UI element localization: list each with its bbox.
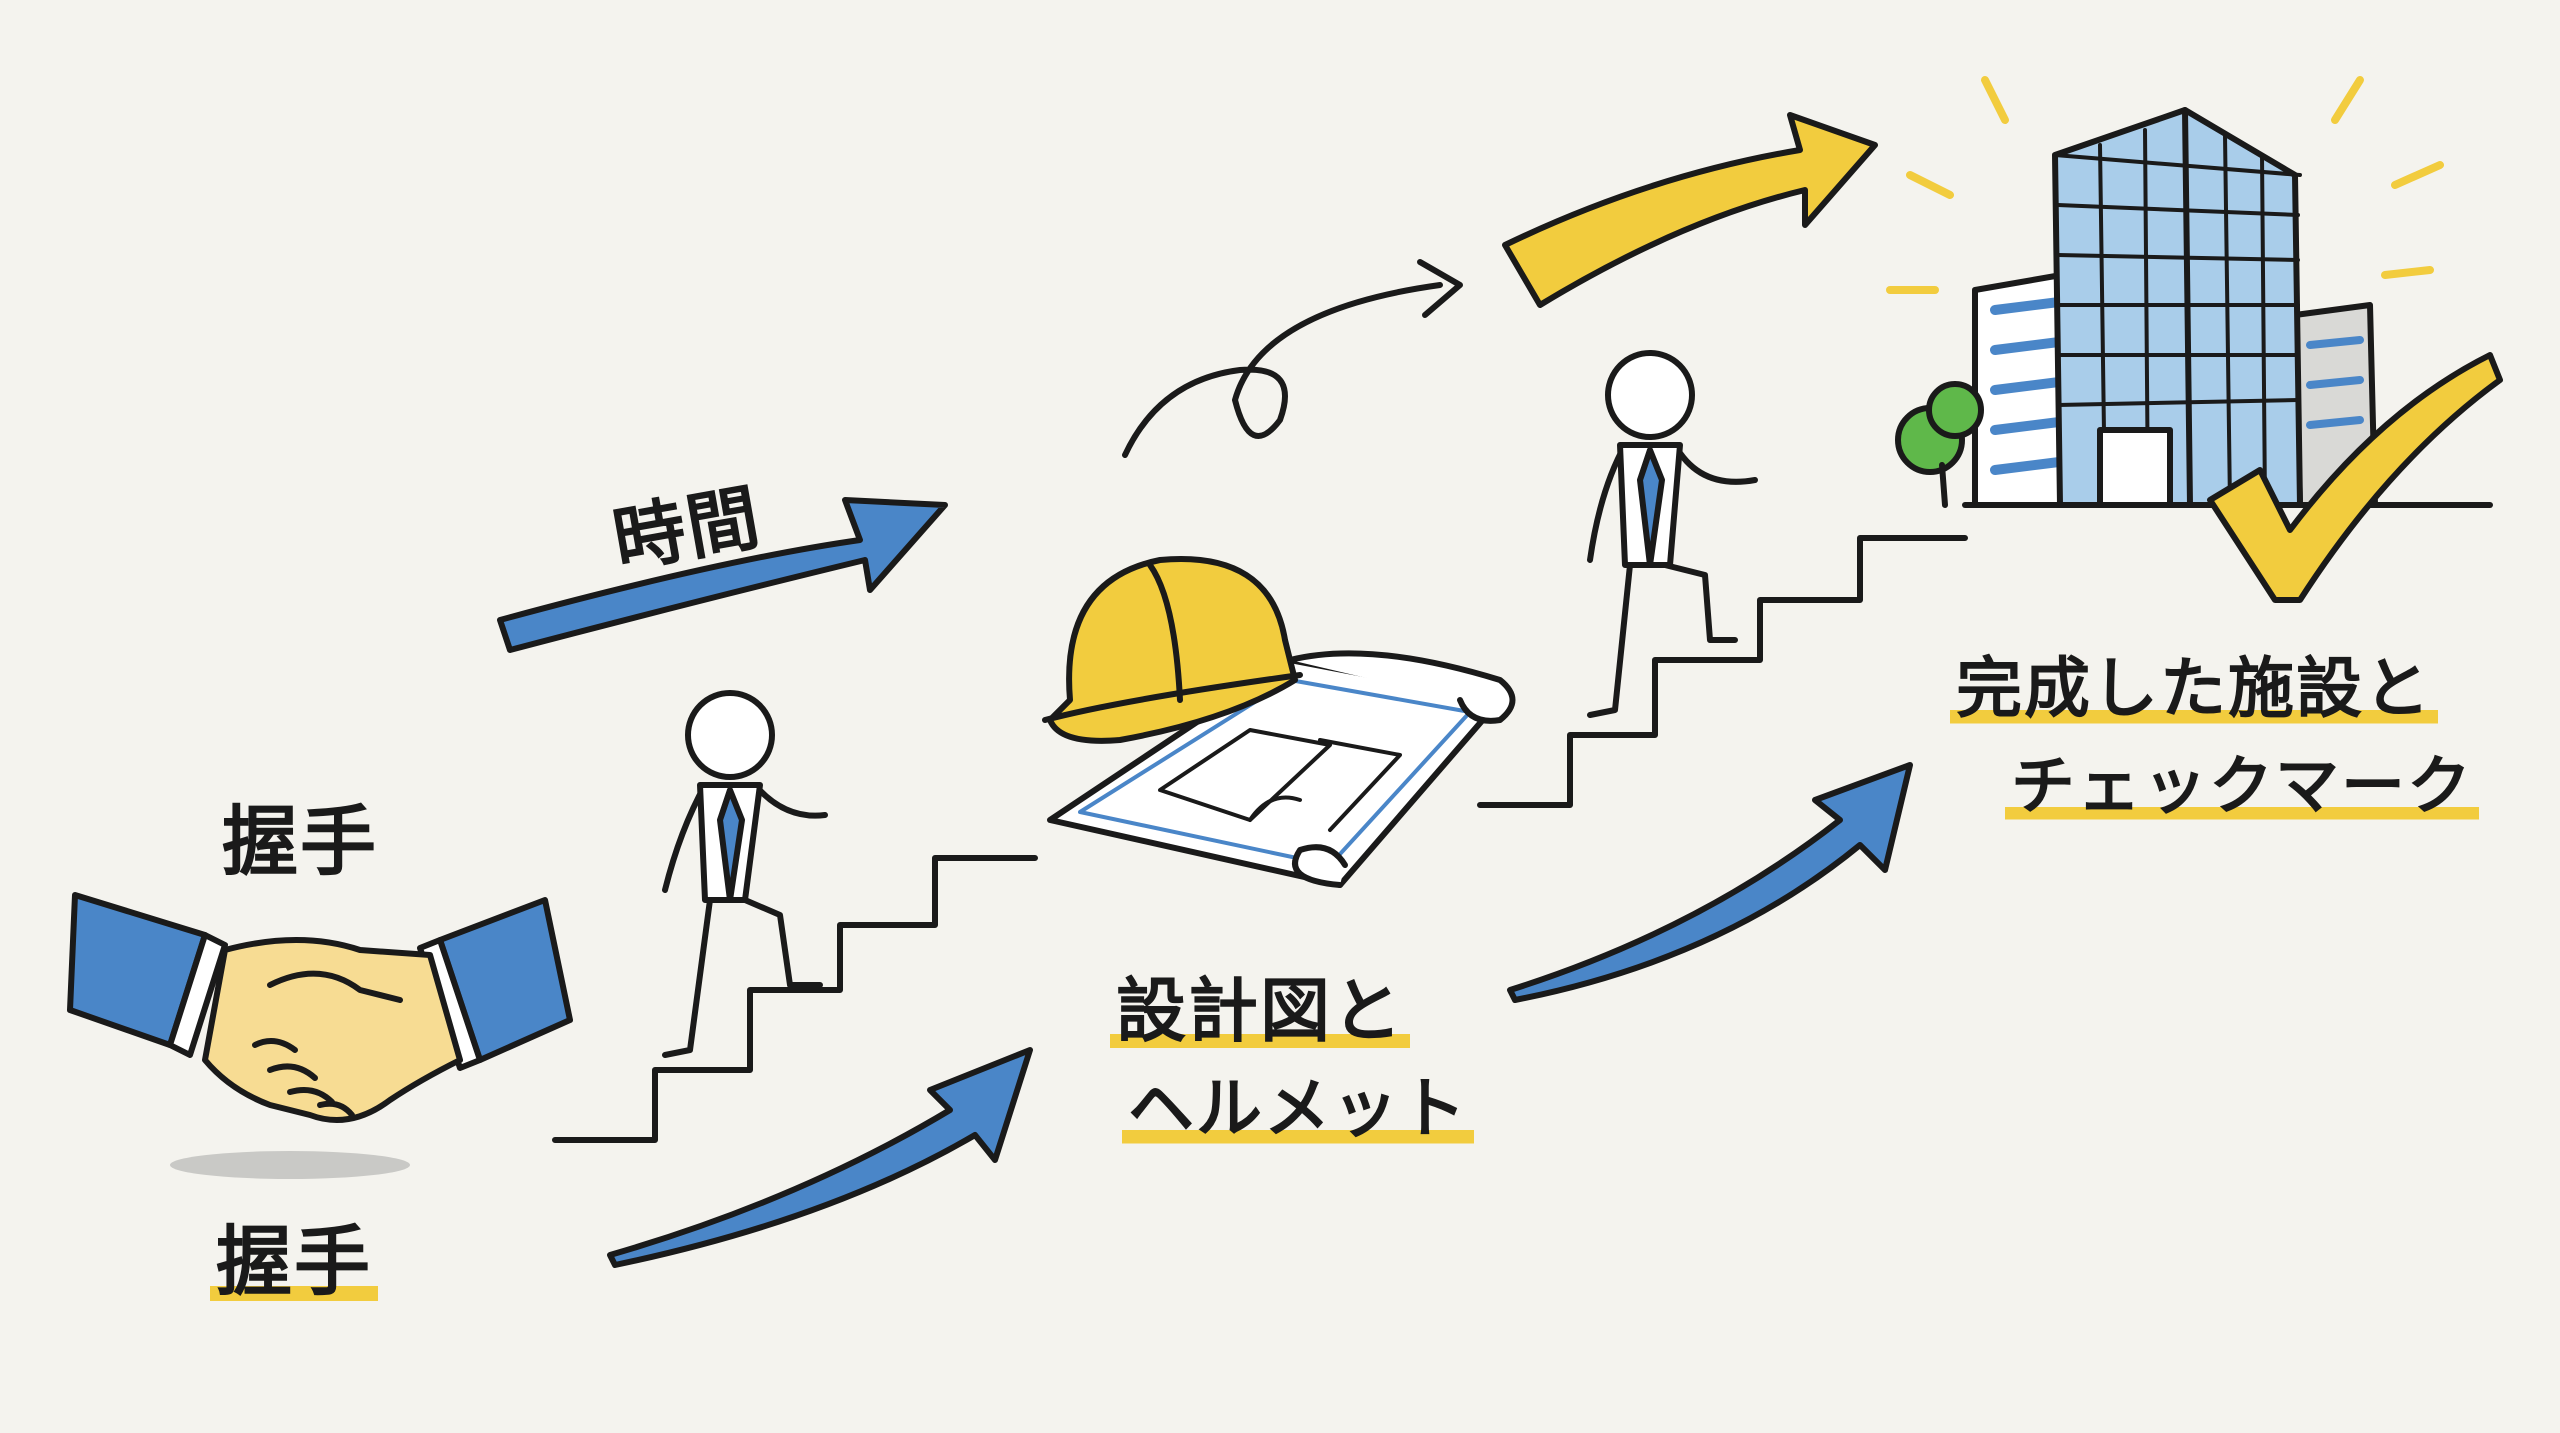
facility-caption-line1: 完成した施設と — [1950, 635, 2438, 731]
arrow-icon — [497, 497, 948, 653]
staircase-icon — [552, 855, 1038, 1143]
arrow-icon — [607, 1047, 1033, 1268]
facility-caption-line2: チェックマーク — [2005, 735, 2479, 827]
tree-icon — [1895, 381, 1984, 508]
hard-hat-icon — [1042, 556, 1303, 744]
arrow-icon — [1507, 762, 1913, 1003]
staircase-icon — [1477, 535, 1968, 808]
handshake-caption-top: 握手 — [222, 797, 378, 886]
stick-figure-icon — [1587, 350, 1758, 718]
check-mark-icon — [2207, 352, 2503, 603]
handshake-caption-bottom: 握手 — [210, 1200, 378, 1310]
arrow-icon — [1122, 259, 1463, 458]
building-icon — [1962, 107, 2493, 508]
stick-figure-icon — [662, 690, 828, 1058]
handshake-icon — [67, 892, 573, 1179]
blueprint-caption-line1: 設計図と — [1110, 955, 1410, 1056]
blueprint-icon — [1047, 650, 1516, 888]
sparkle-icon — [1886, 76, 2444, 294]
arrow-icon — [1502, 112, 1878, 308]
blueprint-caption-line2: ヘルメット — [1122, 1055, 1474, 1151]
